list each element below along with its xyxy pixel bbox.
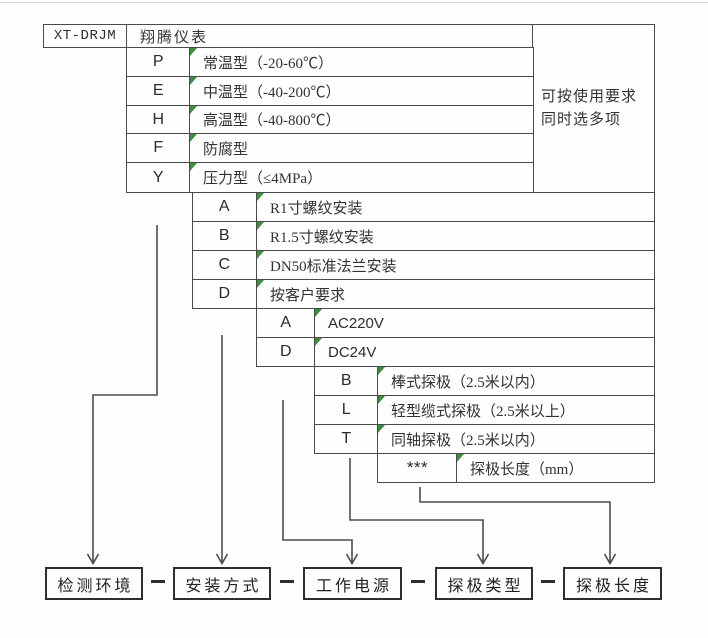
corner-marker-icon [190,48,197,56]
desc-text: DC24V [328,343,377,361]
footer-box-probe-type: 探极类型 [435,567,533,600]
corner-marker-icon [257,222,264,230]
corner-marker-icon [315,309,322,317]
desc-text: 防腐型 [203,141,249,158]
install-desc-a: R1寸螺纹安装 [256,192,655,222]
arrowhead-icon [86,553,100,566]
desc-text: 棒式探极（2.5米以内） [391,374,545,391]
corner-marker-icon [378,396,385,404]
install-code-b: B [192,221,257,251]
desc-text: R1.5寸螺纹安装 [270,229,374,246]
temp-code-h: H [126,105,191,134]
dash-connector [280,580,294,583]
note-line-1: 可按使用要求 [541,89,638,105]
corner-marker-icon [378,367,385,375]
temp-code-y: Y [126,162,191,193]
temp-desc-p: 常温型（-20-60℃） [189,47,534,77]
desc-text: R1寸螺纹安装 [270,200,363,217]
corner-marker-icon [315,338,322,346]
desc-text: 同轴探极（2.5米以内） [391,432,545,449]
temp-desc-y: 压力型（≤4MPa） [189,162,534,193]
install-desc-c: DN50标准法兰安装 [256,250,655,280]
corner-marker-icon [190,134,197,142]
corner-marker-icon [257,193,264,201]
desc-text: 高温型（-40-800℃） [203,113,341,129]
dash-connector [411,580,425,583]
corner-marker-icon [190,106,197,114]
arrowhead-icon [345,553,359,566]
temp-code-e: E [126,76,191,106]
brand-cell: 翔腾仪表 [126,24,534,48]
install-code-a: A [192,192,257,222]
desc-text: 压力型（≤4MPa） [203,171,323,187]
probe-desc-t: 同轴探极（2.5米以内） [377,424,655,454]
arrowhead-icon [476,553,490,566]
connector-temperature [92,225,158,563]
power-code-d: D [256,337,316,367]
temp-desc-f: 防腐型 [189,133,534,163]
corner-marker-icon [257,251,264,259]
footer-box-probe-length: 探极长度 [563,567,662,600]
arrowhead-icon [603,553,617,566]
temp-desc-h: 高温型（-40-800℃） [189,105,534,134]
footer-box-power-supply: 工作电源 [303,567,402,600]
probe-code-t: T [314,424,379,454]
connector-length [419,487,611,563]
desc-text: DN50标准法兰安装 [270,258,397,275]
install-code-d: D [192,279,257,309]
dash-connector [151,580,165,583]
corner-marker-icon [378,425,385,433]
install-desc-d: 按客户要求 [256,279,655,309]
desc-text: 中温型（-40-200℃） [203,84,341,101]
desc-text: 常温型（-20-60℃） [203,55,333,72]
corner-marker-icon [190,163,197,171]
scan-edge-line [0,2,708,3]
desc-text: 按客户要求 [270,287,346,304]
footer-box-install-method: 安装方式 [173,567,271,600]
install-code-c: C [192,250,257,280]
dash-connector [541,580,555,583]
multi-select-note: 可按使用要求 同时选多项 [532,24,655,194]
temp-code-f: F [126,133,191,163]
corner-marker-icon [257,280,264,288]
model-code-cell: XT-DRJM [43,24,127,48]
install-desc-b: R1.5寸螺纹安装 [256,221,655,251]
probe-code-l: L [314,395,379,425]
length-desc: 探极长度（mm） [456,453,655,483]
probe-desc-l: 轻型缆式探极（2.5米以上） [377,395,655,425]
footer-box-detect-env: 检测环境 [45,567,143,600]
power-code-a: A [256,308,316,338]
probe-code-b: B [314,366,379,396]
corner-marker-icon [457,454,464,462]
probe-desc-b: 棒式探极（2.5米以内） [377,366,655,396]
power-desc-dc24v: DC24V [314,337,655,367]
corner-marker-icon [190,77,197,85]
length-code-stars: *** [377,453,458,483]
desc-text: 探极长度（mm） [470,461,584,478]
temp-desc-e: 中温型（-40-200℃） [189,76,534,106]
arrowhead-icon [215,553,229,566]
power-desc-ac220v: AC220V [314,308,655,338]
desc-text: 轻型缆式探极（2.5米以上） [391,403,575,420]
note-line-2: 同时选多项 [541,112,622,128]
temp-code-p: P [126,47,191,77]
desc-text: AC220V [328,314,384,332]
